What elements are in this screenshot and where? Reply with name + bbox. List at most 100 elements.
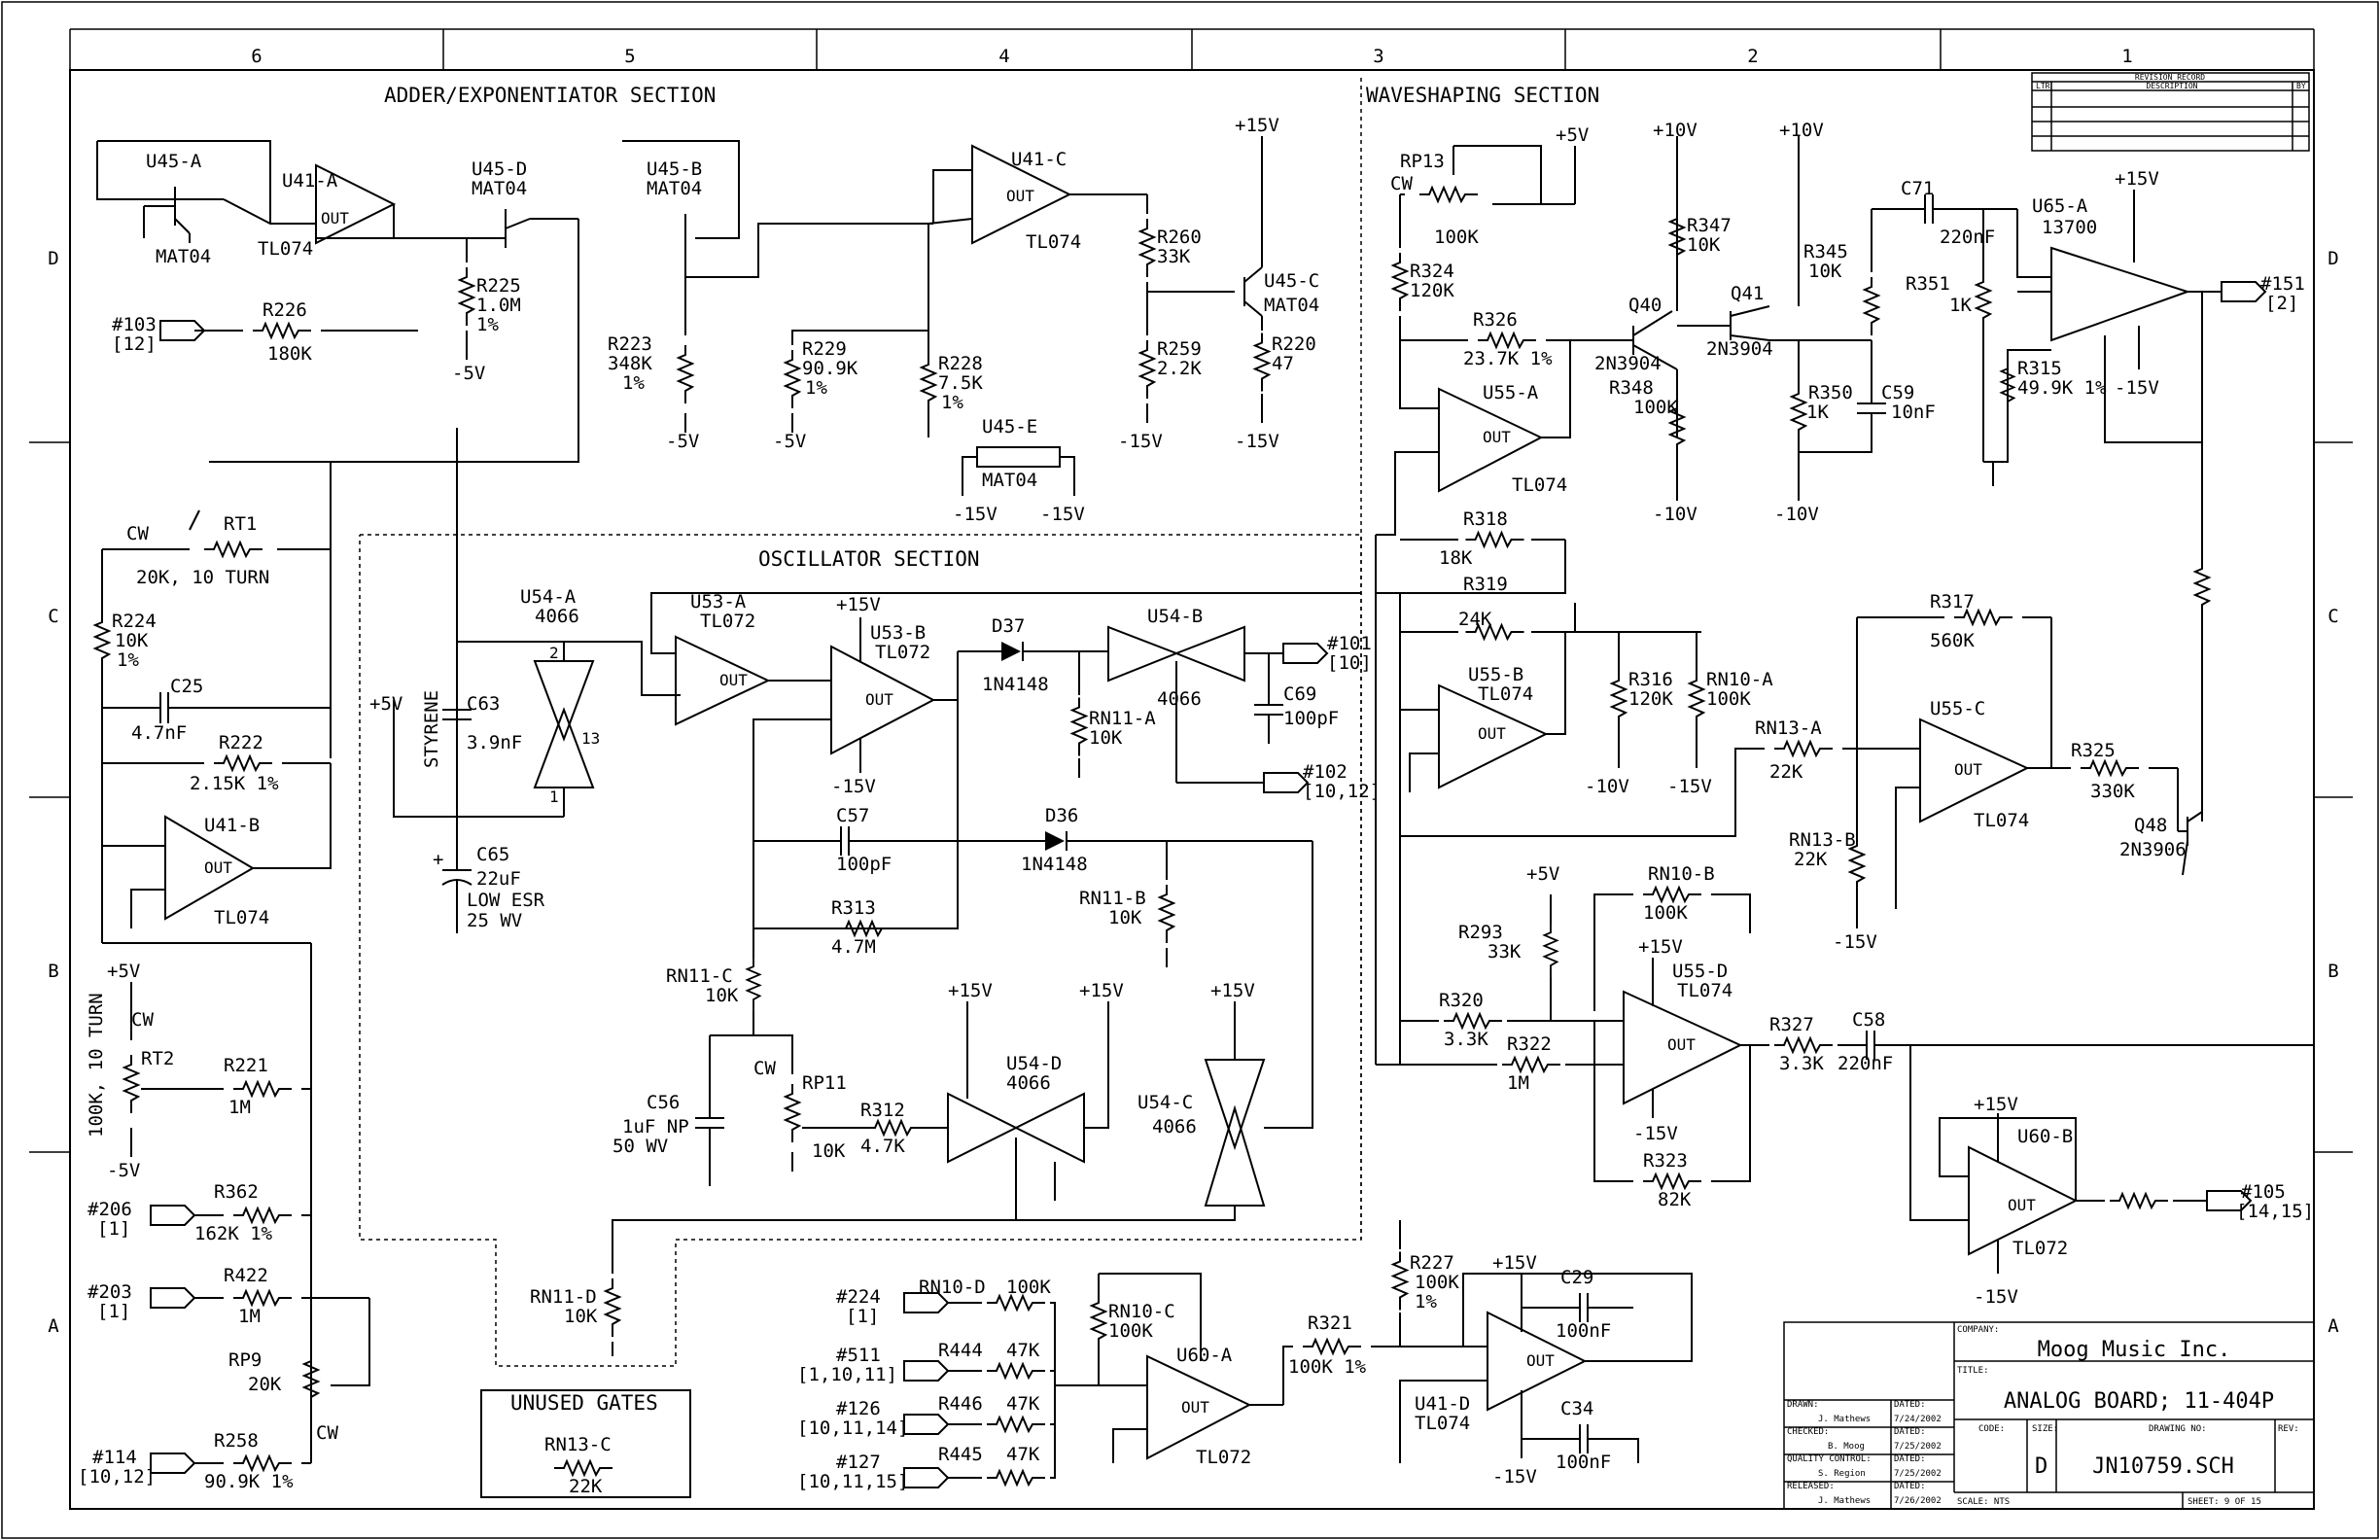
svg-text:R259: R259 [1157, 338, 1202, 360]
svg-text:[10,12]: [10,12] [78, 1466, 156, 1488]
svg-text:B. Moog: B. Moog [1828, 1442, 1865, 1452]
svg-text:+15V: +15V [1079, 980, 1124, 1001]
svg-text:[1]: [1] [97, 1301, 130, 1322]
u54a-label: U54-A [520, 586, 577, 608]
svg-text:100K, 10 TURN: 100K, 10 TURN [86, 993, 107, 1138]
svg-text:[12]: [12] [112, 333, 157, 355]
svg-text:+15V: +15V [836, 594, 881, 615]
u60b-opamp [1968, 1145, 2079, 1256]
u41b-opamp [164, 815, 255, 921]
svg-text:#206: #206 [88, 1199, 132, 1220]
zone-label: 5 [624, 46, 635, 67]
svg-text:100K: 100K [1643, 902, 1688, 924]
svg-text:+10V: +10V [1653, 120, 1698, 141]
svg-text:D36: D36 [1045, 805, 1078, 826]
u65a-opamp [2050, 246, 2191, 342]
u41d-label: U41-D [1415, 1393, 1470, 1415]
svg-text:C69: C69 [1283, 683, 1316, 705]
svg-text:+15V: +15V [2115, 168, 2159, 190]
svg-text:2N3906: 2N3906 [2119, 839, 2187, 860]
svg-text:1M: 1M [228, 1097, 251, 1118]
svg-text:COMPANY:: COMPANY: [1957, 1325, 1999, 1335]
svg-text:MAT04: MAT04 [1264, 295, 1319, 316]
svg-text:-10V: -10V [1653, 504, 1698, 525]
svg-text:OUT: OUT [1478, 724, 1506, 743]
u55c-opamp [1919, 718, 2030, 823]
zone-label: 3 [1373, 46, 1383, 67]
svg-text:20K: 20K [248, 1374, 282, 1395]
svg-text:CHECKED:: CHECKED: [1787, 1427, 1829, 1437]
connector-126 [903, 1414, 950, 1435]
section-titles: ADDER/EXPONENTIATOR SECTION WAVESHAPING … [384, 84, 1599, 1415]
svg-text:100K: 100K [1415, 1272, 1459, 1293]
connector-114 [150, 1452, 196, 1474]
svg-text:R224: R224 [112, 611, 157, 632]
zone-label: 1 [2121, 46, 2132, 67]
u41d-opamp [1487, 1311, 1588, 1412]
u53b-opamp [830, 645, 936, 755]
svg-text:4.7K: 4.7K [860, 1136, 905, 1157]
svg-text:DATED:: DATED: [1894, 1454, 1926, 1464]
svg-text:47K: 47K [1006, 1444, 1040, 1465]
svg-text:R350: R350 [1808, 382, 1853, 403]
svg-text:+5V: +5V [1526, 863, 1559, 885]
svg-text:R319: R319 [1463, 574, 1508, 595]
svg-text:2.15K 1%: 2.15K 1% [190, 773, 279, 794]
svg-text:3.3K: 3.3K [1444, 1029, 1488, 1050]
svg-text:100K: 100K [1633, 397, 1678, 418]
svg-text:OUT: OUT [1181, 1398, 1209, 1417]
svg-text:-15V: -15V [831, 776, 876, 797]
svg-text:Q48: Q48 [2134, 815, 2167, 836]
svg-text:1%: 1% [476, 314, 499, 335]
svg-text:RP11: RP11 [802, 1072, 847, 1094]
svg-text:SIZE:: SIZE: [2032, 1424, 2058, 1434]
zone-labels: 6 5 4 3 2 1 D C B A D C B A [48, 46, 2339, 1337]
svg-text:90.9K: 90.9K [802, 358, 858, 379]
svg-text:LTR: LTR [2036, 82, 2050, 90]
row-label: C [2328, 606, 2338, 627]
svg-text:2N3904: 2N3904 [1706, 338, 1773, 360]
svg-text:SHEET: 9 OF 15: SHEET: 9 OF 15 [2188, 1497, 2261, 1507]
connector-206 [150, 1205, 196, 1226]
svg-text:R226: R226 [262, 299, 307, 321]
svg-text:18K: 18K [1439, 547, 1473, 569]
svg-text:330K: 330K [2090, 781, 2135, 802]
svg-text:TL074: TL074 [1026, 231, 1081, 253]
svg-text:R293: R293 [1458, 922, 1503, 943]
svg-text:-15V: -15V [1667, 776, 1712, 797]
svg-text:+15V: +15V [1235, 115, 1279, 136]
svg-text:[1]: [1] [97, 1218, 130, 1240]
svg-text:OUT: OUT [1954, 760, 1982, 779]
company-name: Moog Music Inc. [2038, 1338, 2231, 1362]
svg-text:R225: R225 [476, 275, 521, 297]
connector-511 [903, 1360, 950, 1382]
svg-text:RELEASED:: RELEASED: [1787, 1482, 1835, 1491]
svg-text:#102: #102 [1303, 761, 1348, 783]
svg-text:1.0M: 1.0M [476, 295, 521, 316]
svg-text:100nF: 100nF [1556, 1320, 1611, 1342]
svg-text:TL074: TL074 [214, 907, 269, 928]
svg-text:R316: R316 [1628, 669, 1673, 690]
svg-text:#101: #101 [1327, 633, 1372, 654]
svg-text:+15V: +15V [1492, 1252, 1537, 1274]
svg-text:R313: R313 [831, 897, 876, 919]
svg-text:RP13: RP13 [1400, 151, 1445, 172]
svg-text:1: 1 [549, 788, 559, 806]
svg-text:2N3904: 2N3904 [1594, 353, 1662, 374]
svg-text:+15V: +15V [1210, 980, 1255, 1001]
svg-text:#126: #126 [836, 1398, 881, 1419]
svg-text:7.5K: 7.5K [938, 372, 983, 394]
svg-text:-15V: -15V [1492, 1466, 1537, 1488]
svg-text:-10V: -10V [1585, 776, 1629, 797]
svg-text:R326: R326 [1473, 309, 1518, 331]
svg-text:R324: R324 [1410, 261, 1454, 282]
connector-101 [1282, 643, 1329, 664]
svg-text:TL072: TL072 [700, 611, 755, 632]
u54b-label: U54-B [1147, 606, 1203, 627]
u41a-label: U41-A [282, 170, 338, 192]
svg-text:RN13-B: RN13-B [1789, 829, 1856, 851]
svg-text:100K 1%: 100K 1% [1288, 1356, 1367, 1378]
svg-text:24K: 24K [1458, 609, 1492, 630]
u53b-label: U53-B [870, 622, 926, 644]
svg-text:TL072: TL072 [2012, 1238, 2068, 1259]
